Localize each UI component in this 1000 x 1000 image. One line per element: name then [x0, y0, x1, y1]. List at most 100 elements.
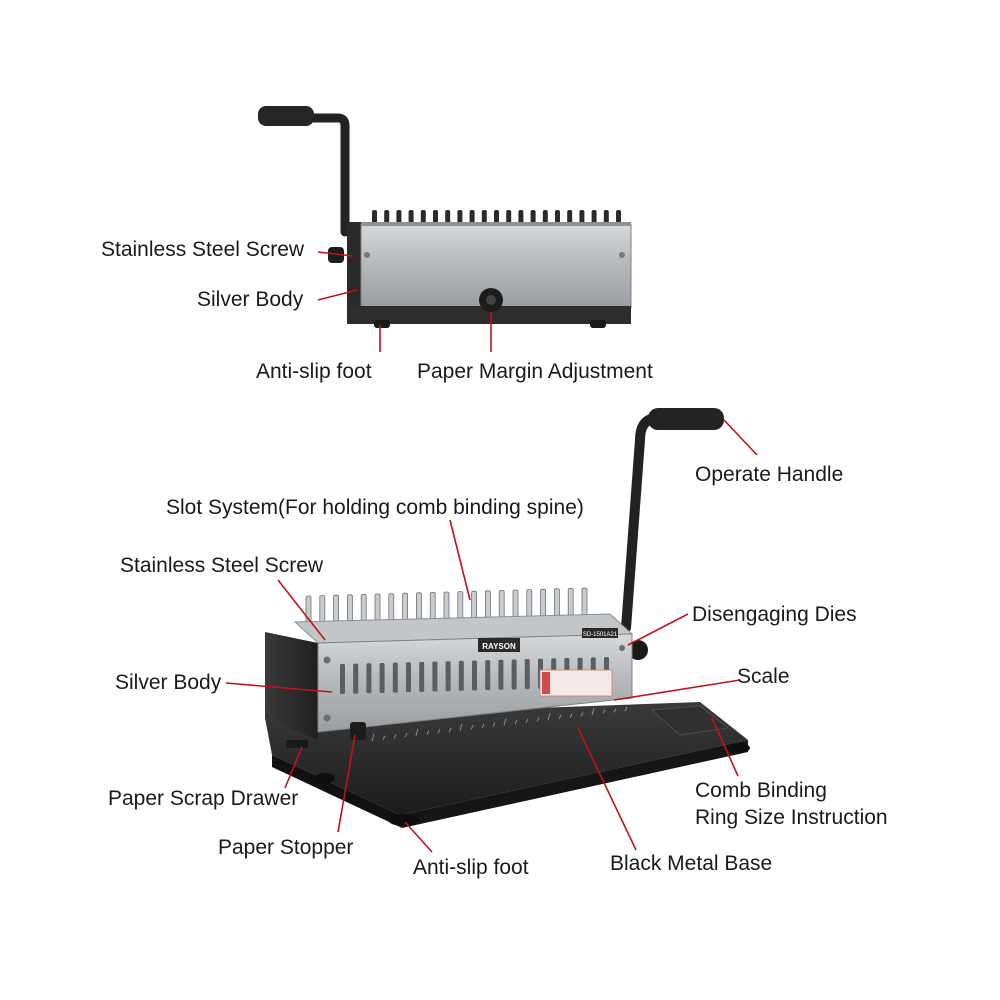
bottom-label-drawer: Paper Scrap Drawer: [108, 787, 298, 810]
body-left-side: [265, 632, 318, 740]
scale-tick: [426, 730, 430, 735]
slot-tooth: [567, 588, 574, 619]
top-callouts: Stainless Steel Screw Silver Body Anti-s…: [101, 238, 653, 383]
top-handle-grip: [258, 106, 314, 126]
scale-tick: [591, 707, 595, 716]
slot-tooth: [581, 587, 588, 619]
top-body-top-rim: [361, 222, 631, 226]
slot-tooth: [443, 591, 450, 623]
top-foot-right: [590, 320, 606, 328]
bottom-handle-arm: [621, 413, 660, 633]
die-tooth: [498, 659, 504, 690]
die-tooth: [458, 660, 464, 691]
bottom-screw-right: [619, 645, 625, 651]
scale-tick: [382, 735, 386, 740]
die-tooth: [366, 663, 372, 694]
bottom-machine: RAYSON SD-1501A21: [265, 408, 750, 828]
slot-tooth: [554, 588, 560, 620]
scale-tick: [437, 728, 441, 734]
top-side-knob: [328, 247, 344, 263]
bottom-label-foot: Anti-slip foot: [413, 856, 529, 879]
bottom-handle-hub: [628, 640, 648, 660]
scale-tick: [558, 714, 562, 720]
scale-tick: [525, 718, 529, 724]
slot-tooth: [457, 591, 464, 622]
bottom-label-stopper: Paper Stopper: [218, 836, 353, 859]
scale-tick: [569, 713, 573, 718]
slot-tooth: [484, 590, 491, 622]
die-tooth: [419, 661, 425, 692]
bottom-screw-top-left: [323, 656, 331, 664]
top-handle-arm: [285, 113, 350, 237]
die-tooth: [406, 662, 411, 693]
scale-tick: [602, 709, 606, 714]
scale-tick: [503, 718, 507, 726]
ring-size-panel: [651, 705, 729, 736]
bottom-label-base: Black Metal Base: [610, 852, 772, 875]
bottom-label-ring-1: Comb Binding: [695, 779, 827, 802]
die-tooth: [524, 659, 530, 690]
top-label-margin: Paper Margin Adjustment: [417, 360, 653, 383]
die-tooth: [485, 660, 491, 691]
scale-tick: [448, 727, 452, 733]
top-machine: [258, 106, 632, 328]
slot-tooth: [526, 589, 533, 620]
scrap-drawer: [286, 740, 308, 748]
brand-text: RAYSON: [482, 642, 516, 651]
scale-tick: [404, 732, 408, 738]
slot-tooth: [540, 588, 546, 620]
slot-system-teeth: [305, 587, 588, 627]
base-plate-front-edge: [400, 740, 748, 828]
slot-tooth: [512, 589, 519, 621]
scale-tick: [371, 733, 375, 742]
bottom-label-body: Silver Body: [115, 671, 222, 694]
warning-sticker: [539, 669, 613, 697]
die-tooth: [511, 659, 517, 690]
top-screw: [364, 252, 370, 258]
top-body-left-cap: [347, 222, 361, 324]
base-foot-left: [315, 773, 335, 783]
die-tooth: [379, 662, 385, 693]
die-tooth: [432, 661, 438, 692]
die-tooth: [472, 660, 477, 691]
bottom-label-screw: Stainless Steel Screw: [120, 554, 324, 577]
model-text: SD-1501A21: [583, 632, 618, 638]
scale-tick: [470, 725, 474, 730]
scale-tick: [613, 708, 617, 713]
top-label-foot: Anti-slip foot: [256, 360, 372, 383]
warning-sticker-mark: [542, 672, 550, 694]
die-tooth: [445, 661, 451, 692]
top-body-bottom: [347, 306, 631, 324]
model-plate: [582, 628, 618, 638]
bottom-handle-grip: [648, 408, 724, 430]
scale-marks: [371, 706, 628, 742]
die-tooth: [392, 662, 398, 693]
bottom-screw-bottom-left: [323, 714, 331, 722]
die-tooth: [353, 663, 359, 694]
slot-tooth: [415, 592, 422, 624]
scale-tick: [536, 717, 540, 722]
bottom-label-dies: Disengaging Dies: [692, 603, 857, 626]
scale-tick: [514, 719, 518, 725]
slot-tooth: [429, 592, 436, 623]
bottom-label-slot: Slot System(For holding comb binding spi…: [166, 496, 584, 519]
brand-plate: [478, 638, 520, 652]
base-plate-left-edge: [272, 755, 402, 828]
top-label-body: Silver Body: [197, 288, 304, 311]
top-label-screw: Stainless Steel Screw: [101, 238, 305, 261]
slot-tooth: [471, 590, 478, 622]
die-tooth: [340, 664, 345, 694]
scale-tick: [459, 723, 463, 731]
base-foot-front: [388, 814, 420, 826]
bottom-label-handle: Operate Handle: [695, 463, 843, 486]
scale-tick: [624, 706, 628, 712]
bottom-callouts: Operate Handle Slot System(For holding c…: [108, 419, 888, 879]
slot-tooth: [498, 590, 505, 621]
scale-tick: [580, 712, 584, 717]
base-plate: [265, 702, 748, 815]
scale-tick: [415, 728, 419, 736]
scale-tick: [492, 722, 496, 727]
top-margin-knob-center: [486, 295, 496, 305]
top-screw-right: [619, 252, 625, 258]
scale-tick: [393, 734, 397, 739]
